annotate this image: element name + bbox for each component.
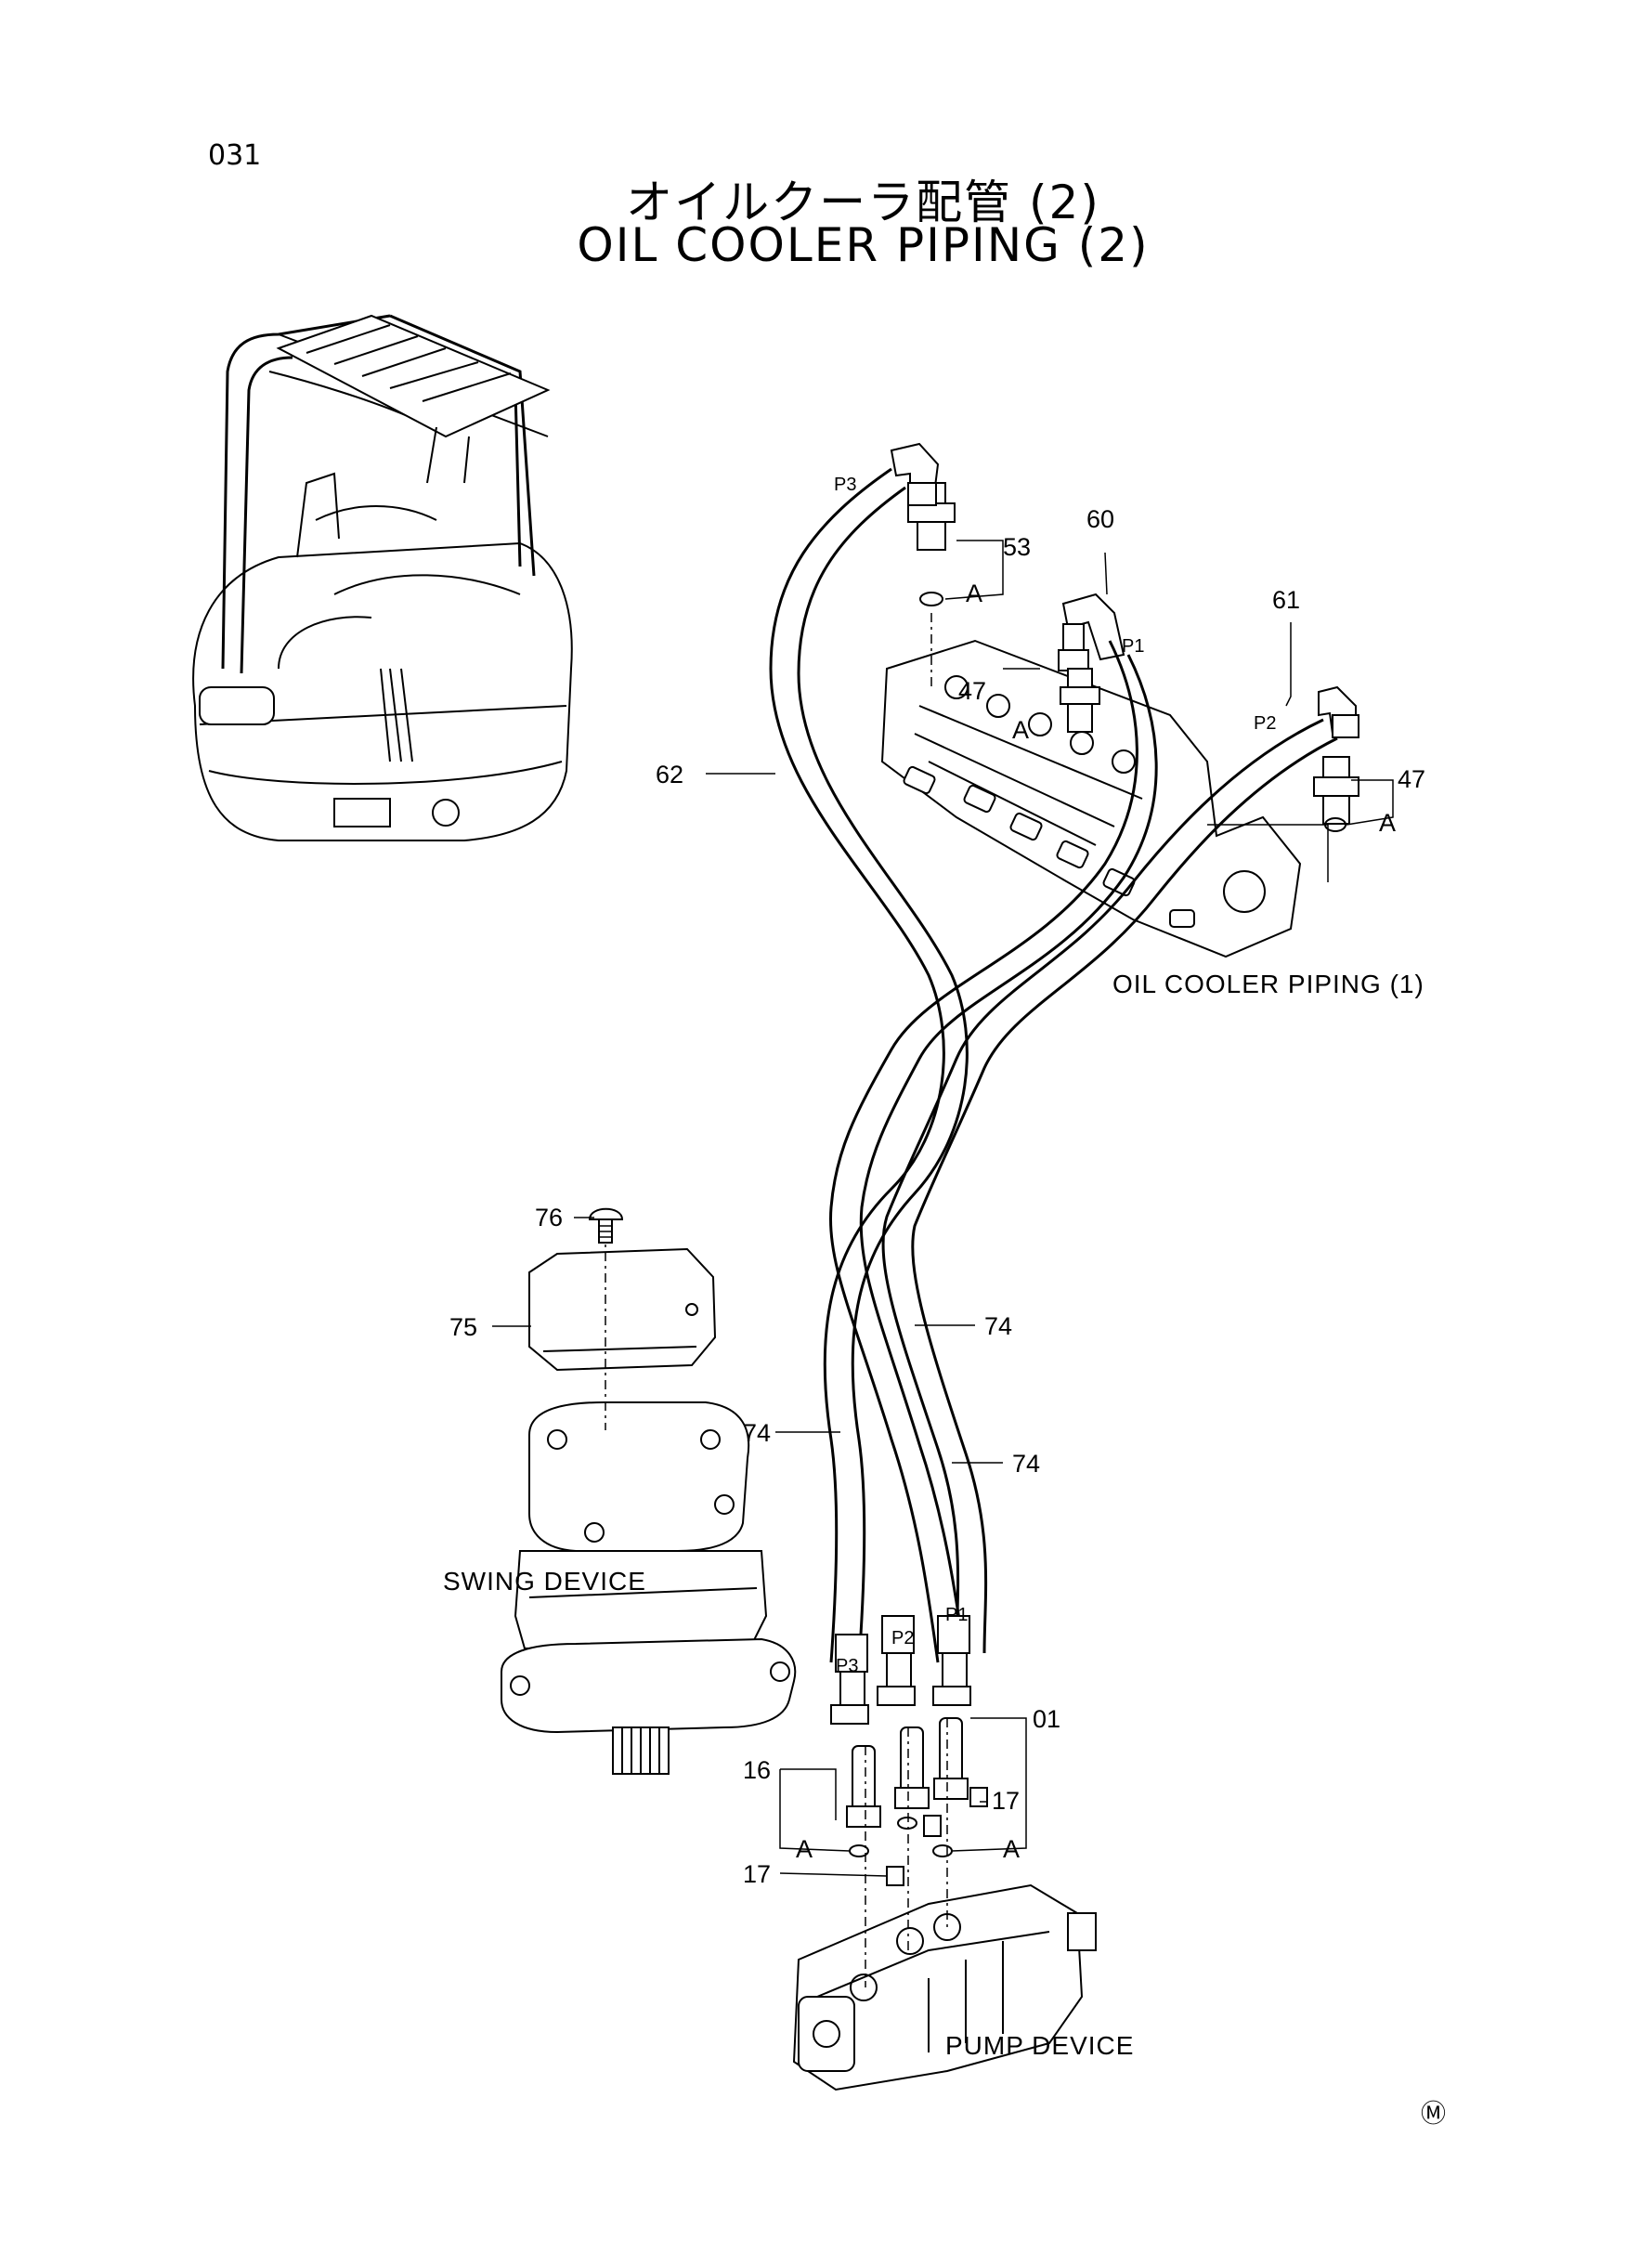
- excavator-overview-illustration: [192, 314, 573, 841]
- hose-end-fittings-bottom: [830, 1615, 971, 1725]
- callout-17-left: 17: [743, 1860, 771, 1888]
- port-label-p3-bottom: P3: [836, 1656, 858, 1676]
- callout-01: 01: [1033, 1705, 1060, 1733]
- m-mark-symbol: Ⓜ: [1421, 2100, 1446, 2128]
- callout-60: 60: [1086, 505, 1114, 533]
- callout-74-right: 74: [1012, 1450, 1040, 1478]
- callout-75: 75: [449, 1313, 477, 1341]
- port-label-p2-bottom: P2: [891, 1628, 914, 1648]
- page-title-english: OIL COOLER PIPING (2): [577, 218, 1150, 272]
- hose-60: [828, 640, 1158, 1663]
- callout-74-left: 74: [743, 1419, 771, 1447]
- elbow-fitting-61: [1318, 685, 1359, 738]
- elbow-fitting-p3: [890, 442, 940, 506]
- callout-76: 76: [535, 1204, 563, 1231]
- detail-ref-a-bottom-left: A: [796, 1835, 813, 1863]
- component-label-swing-device: SWING DEVICE: [443, 1567, 646, 1596]
- fitting-47-center: [1060, 668, 1100, 733]
- detail-ref-a-right: A: [1379, 809, 1396, 837]
- elbow-fitting-60: [1058, 593, 1125, 671]
- fitting-47-right: [1207, 756, 1394, 882]
- port-label-p3-top: P3: [834, 475, 856, 495]
- callout-47-right: 47: [1398, 765, 1425, 793]
- hose-61: [881, 718, 1338, 1654]
- port-label-p1-bottom: P1: [945, 1605, 968, 1625]
- callout-62: 62: [656, 761, 683, 788]
- callout-53: 53: [1003, 533, 1031, 561]
- pump-device-illustration: [792, 1718, 1097, 2091]
- adapters-01-16: [846, 1717, 988, 1886]
- callout-17-right: 17: [992, 1787, 1020, 1815]
- hose-62: [769, 467, 969, 1663]
- detail-ref-a-bottom-right: A: [1003, 1835, 1020, 1863]
- page-title-japanese: オイルクーラ配管 (2): [626, 176, 1100, 229]
- callout-61: 61: [1272, 586, 1300, 614]
- component-label-oil-cooler-piping-1: OIL COOLER PIPING (1): [1112, 970, 1424, 998]
- port-label-p1-top: P1: [1122, 636, 1144, 657]
- control-valve-assembly: [880, 639, 1302, 958]
- detail-ref-a-center: A: [1012, 716, 1029, 744]
- page-number: 031: [208, 139, 262, 172]
- callout-16: 16: [743, 1756, 771, 1784]
- component-label-pump-device: PUMP DEVICE: [945, 2031, 1134, 2060]
- screw-76: [588, 1207, 624, 1244]
- swing-device-illustration: [501, 1231, 797, 1775]
- port-label-p2-top: P2: [1254, 713, 1276, 734]
- leader-lines: [492, 552, 1292, 1877]
- callout-47-center: 47: [958, 677, 986, 705]
- callout-74-upper: 74: [984, 1312, 1012, 1340]
- detail-ref-a-top: A: [966, 580, 982, 607]
